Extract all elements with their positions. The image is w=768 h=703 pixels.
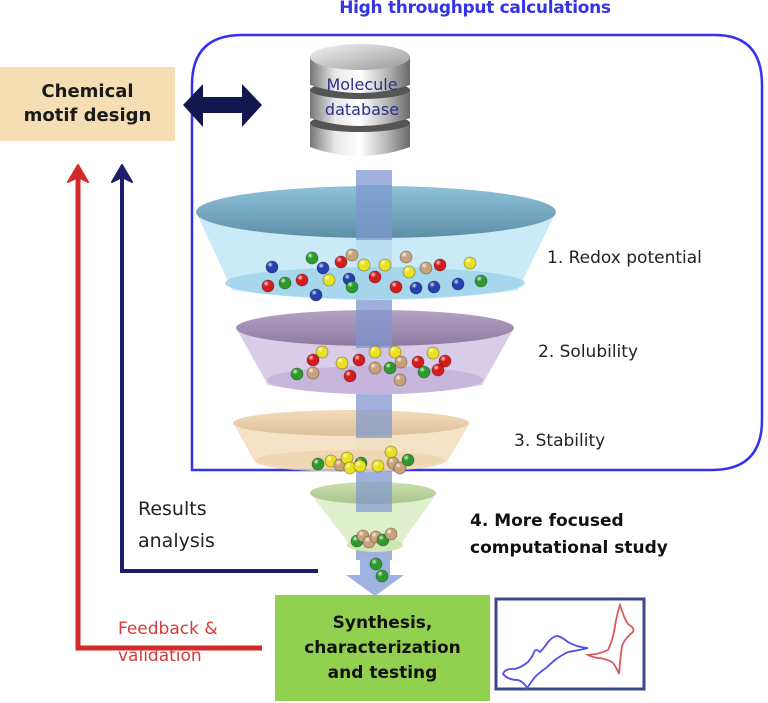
- molecule-highlight: [439, 355, 451, 367]
- feedback-arrow-head-icon: [67, 164, 89, 183]
- stage-label-stability: 3. Stability: [514, 431, 606, 451]
- synthesis-line-2: characterization: [304, 637, 461, 658]
- molecule-highlight: [372, 460, 384, 472]
- molecule-highlight: [379, 259, 391, 271]
- molecule-highlight: [402, 454, 414, 466]
- molecule-highlight: [389, 346, 401, 358]
- molecule-highlight: [475, 275, 487, 287]
- molecule-highlight: [464, 257, 476, 269]
- molecule-highlight: [394, 462, 406, 474]
- cv-curve-blue: [501, 635, 589, 690]
- molecule-highlight: [266, 261, 278, 273]
- molecule-highlight: [410, 282, 422, 294]
- motif-line-2: motif design: [23, 105, 152, 126]
- database-icon: [310, 44, 410, 156]
- results-line-2: analysis: [138, 530, 215, 552]
- molecule-highlight: [317, 262, 329, 274]
- page-title: High throughput calculations: [339, 0, 611, 18]
- database-line-2: database: [324, 100, 400, 119]
- molecule-highlight: [296, 274, 308, 286]
- molecule-highlight: [358, 259, 370, 271]
- stage-label-solubility: 2. Solubility: [538, 342, 638, 362]
- molecule-highlight: [323, 274, 335, 286]
- cv-curve-red: [584, 602, 635, 675]
- feedback-line-1: Feedback &: [118, 619, 218, 639]
- down-arrow-icon: [346, 557, 404, 596]
- molecule-highlight: [312, 458, 324, 470]
- molecule-highlight: [412, 356, 424, 368]
- stage-label-redox: 1. Redox potential: [547, 248, 702, 268]
- results-arrow-head-icon: [111, 164, 133, 183]
- molecule-highlight: [316, 346, 328, 358]
- molecule-highlight: [346, 249, 358, 261]
- molecule-highlight: [385, 446, 397, 458]
- cyclic-voltammetry-plot: [494, 597, 646, 691]
- molecule-highlight: [346, 281, 358, 293]
- molecule-highlight: [307, 354, 319, 366]
- molecule-highlight: [395, 356, 407, 368]
- high-throughput-box: [190, 33, 764, 472]
- results-analysis-label: Results analysis: [138, 493, 215, 557]
- molecule-highlight: [354, 460, 366, 472]
- focused-line-1: 4. More focused: [470, 511, 624, 531]
- synthesis-line-3: and testing: [327, 662, 438, 683]
- molecule-highlight: [394, 374, 406, 386]
- focused-line-2: computational study: [470, 538, 668, 558]
- molecule-highlight: [279, 277, 291, 289]
- results-analysis-arrow: [120, 178, 318, 573]
- molecule-highlight: [344, 370, 356, 382]
- molecule-highlight: [400, 251, 412, 263]
- synthesis-box: Synthesis, characterization and testing: [275, 595, 490, 701]
- molecule-highlight: [306, 252, 318, 264]
- molecule-highlight: [370, 558, 382, 570]
- molecule-highlight: [403, 266, 415, 278]
- molecule-highlight: [418, 366, 430, 378]
- molecule-highlight: [369, 271, 381, 283]
- stage-label-focused-study: 4. More focused computational study: [470, 508, 668, 562]
- molecule-highlight: [432, 364, 444, 376]
- molecule-highlight: [335, 256, 347, 268]
- molecule-highlight: [428, 281, 440, 293]
- molecule-highlight: [376, 570, 388, 582]
- feedback-validation-label: Feedback & validation: [118, 616, 218, 670]
- molecule-highlight: [336, 357, 348, 369]
- synthesis-line-1: Synthesis,: [332, 612, 433, 633]
- molecule-highlight: [262, 280, 274, 292]
- molecule-highlight: [369, 346, 381, 358]
- feedback-arrow: [75, 178, 262, 651]
- molecule-highlight: [369, 362, 381, 374]
- molecule-groups: [261, 248, 488, 583]
- molecule-highlight: [384, 362, 396, 374]
- molecule-highlight: [310, 289, 322, 301]
- molecule-highlight: [344, 462, 356, 474]
- molecule-highlight: [291, 368, 303, 380]
- database-line-1: Molecule: [326, 75, 398, 94]
- molecule-highlight: [434, 259, 446, 271]
- molecule-highlight: [325, 455, 337, 467]
- database-label: Molecule database: [312, 72, 412, 122]
- feedback-line-2: validation: [118, 646, 202, 666]
- molecule-highlight: [353, 354, 365, 366]
- results-line-1: Results: [138, 498, 207, 520]
- chemical-motif-design-box: Chemical motif design: [0, 67, 175, 141]
- molecule-highlight: [420, 262, 432, 274]
- molecule-highlight: [341, 452, 353, 464]
- molecule-highlight: [452, 278, 464, 290]
- molecule-highlight: [385, 528, 397, 540]
- molecule-highlight: [427, 347, 439, 359]
- double-arrow-icon: [183, 84, 262, 127]
- motif-line-1: Chemical: [41, 81, 134, 102]
- molecule-highlight: [390, 281, 402, 293]
- molecule-highlight: [307, 367, 319, 379]
